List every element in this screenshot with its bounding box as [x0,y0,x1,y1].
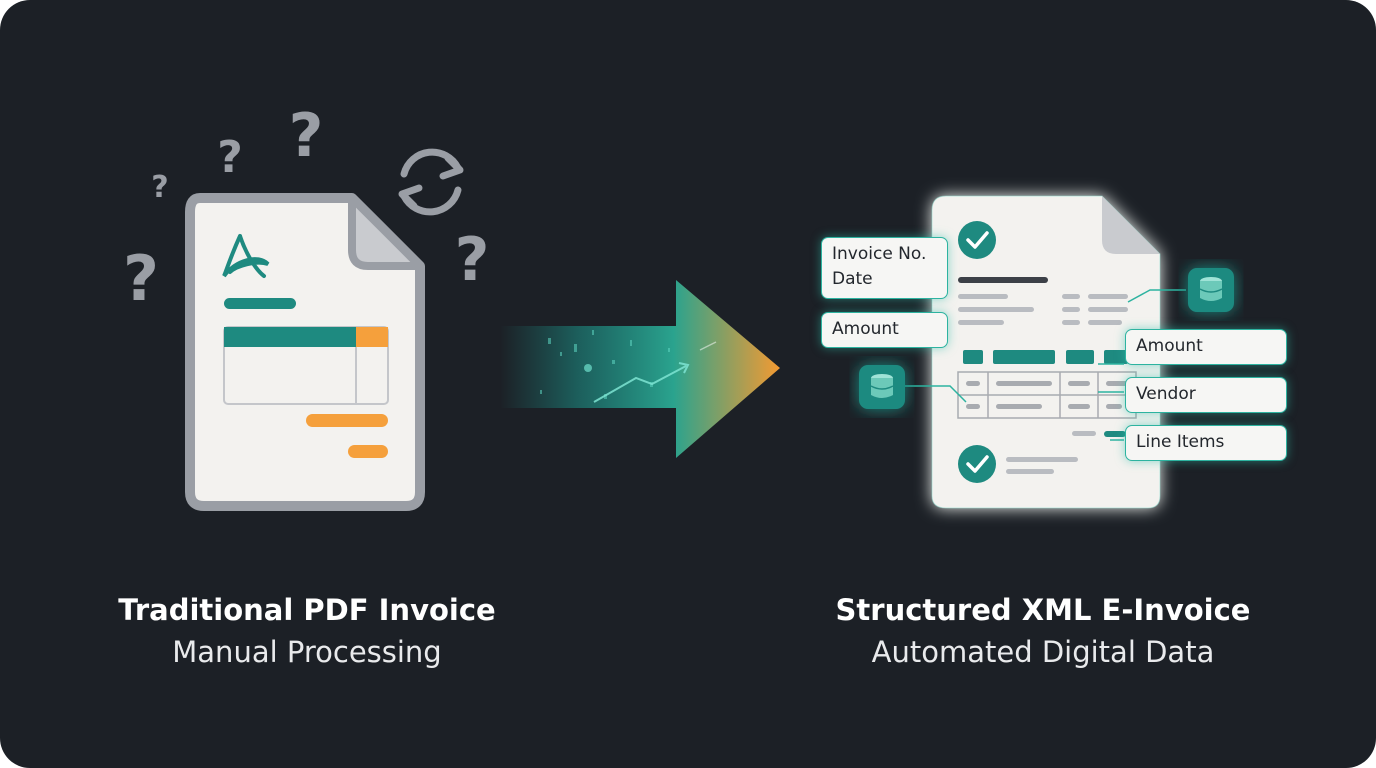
database-icon [1188,268,1234,312]
structured-document-icon [931,195,1161,509]
field-tag-line-items-label: Line Items [1136,432,1225,452]
svg-text:?: ? [455,225,490,295]
field-tag-invoice-no-label: Invoice No. [832,244,927,264]
right-caption-subtitle: Automated Digital Data [871,635,1215,669]
field-tag-amount-right: Amount [1125,329,1287,365]
database-icon [859,365,905,409]
field-tag-amount-right-label: Amount [1136,336,1203,356]
question-mark-icon: ? ? ? ? ? [123,101,489,315]
arrow-right-icon [500,280,780,458]
svg-text:?: ? [151,170,168,205]
svg-text:?: ? [123,242,159,315]
checkmark-icon [958,445,996,483]
field-tag-amount-left: Amount [821,312,948,348]
checkmark-icon [958,221,996,259]
field-tag-vendor-label: Vendor [1136,384,1196,404]
field-tag-vendor: Vendor [1125,377,1287,413]
connector-lines [904,289,1186,441]
refresh-cycle-icon [398,148,464,216]
svg-text:?: ? [217,132,243,183]
left-caption-title: Traditional PDF Invoice [118,593,496,627]
left-caption-subtitle: Manual Processing [172,635,442,669]
field-tag-date-label: Date [832,269,873,289]
pdf-document-icon [185,193,425,511]
field-tag-line-items: Line Items [1125,425,1287,461]
field-tag-amount-left-label: Amount [832,319,899,339]
svg-text:?: ? [289,101,324,171]
right-caption-title: Structured XML E-Invoice [835,593,1251,627]
left-caption: Traditional PDF Invoice Manual Processin… [47,590,567,674]
right-caption: Structured XML E-Invoice Automated Digit… [783,590,1303,674]
field-tag-invoice-no-date: Invoice No. Date [821,237,948,299]
